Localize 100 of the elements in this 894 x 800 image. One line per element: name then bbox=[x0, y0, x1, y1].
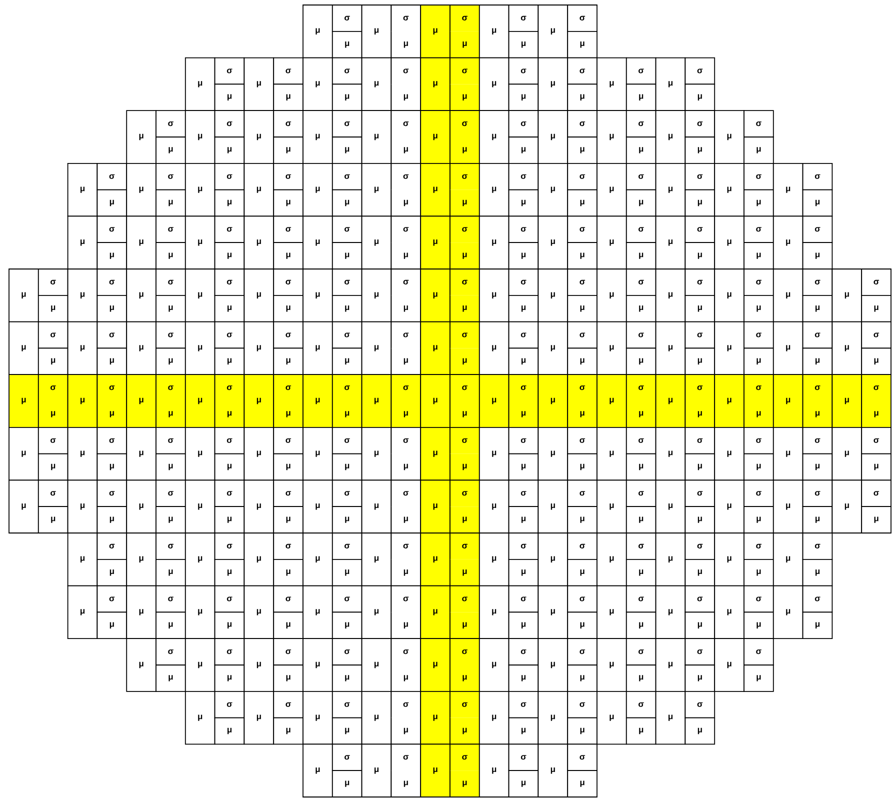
table-cell: σ bbox=[332, 4, 362, 32]
table-cell: μ bbox=[332, 136, 362, 164]
table-cell: σ bbox=[861, 480, 892, 508]
table-cell: σ bbox=[156, 585, 186, 613]
table-cell: σ bbox=[390, 638, 422, 666]
table-cell: σ bbox=[567, 4, 598, 32]
table-cell: σ bbox=[802, 480, 833, 508]
table-cell: σ bbox=[450, 268, 480, 296]
table-cell: σ bbox=[861, 374, 892, 402]
table-cell: μ bbox=[450, 189, 480, 217]
table-cell: σ bbox=[390, 585, 422, 613]
table-cell: μ bbox=[508, 189, 539, 217]
table-cell: σ bbox=[390, 744, 422, 772]
table-cell: σ bbox=[214, 374, 245, 402]
table-cell: μ bbox=[332, 242, 362, 270]
table-cell: σ bbox=[567, 532, 598, 560]
table-cell: μ bbox=[273, 717, 304, 745]
table-cell: μ bbox=[684, 453, 716, 481]
table-cell: σ bbox=[96, 585, 128, 613]
table-cell: σ bbox=[450, 162, 480, 190]
table-cell: σ bbox=[390, 426, 422, 454]
table-cell: σ bbox=[744, 268, 774, 296]
table-cell: σ bbox=[332, 216, 362, 244]
table-cell: μ bbox=[332, 84, 362, 112]
table-cell: σ bbox=[96, 216, 128, 244]
table-cell: σ bbox=[744, 638, 774, 666]
table-cell: μ bbox=[567, 189, 598, 217]
table-cell: μ bbox=[626, 506, 656, 534]
table-cell: σ bbox=[390, 321, 422, 349]
table-cell: σ bbox=[390, 4, 422, 32]
table-cell: σ bbox=[802, 216, 833, 244]
table-cell: μ bbox=[744, 189, 774, 217]
table-cell: σ bbox=[214, 216, 245, 244]
table-cell: σ bbox=[390, 690, 422, 718]
table-cell: μ bbox=[861, 453, 892, 481]
table-cell: μ bbox=[450, 348, 480, 376]
table-cell: μ bbox=[302, 4, 333, 58]
table-cell: σ bbox=[508, 744, 539, 772]
table-cell: σ bbox=[567, 690, 598, 718]
table-cell: μ bbox=[156, 506, 186, 534]
table-cell: μ bbox=[861, 506, 892, 534]
table-cell: μ bbox=[96, 400, 128, 428]
table-cell: μ bbox=[626, 664, 656, 692]
table-cell: σ bbox=[567, 162, 598, 190]
table-cell: σ bbox=[96, 532, 128, 560]
table-cell: μ bbox=[273, 84, 304, 112]
table-cell: μ bbox=[273, 136, 304, 164]
table-cell: σ bbox=[96, 268, 128, 296]
table-cell: μ bbox=[744, 612, 774, 640]
table-cell: σ bbox=[802, 268, 833, 296]
table-cell: μ bbox=[508, 242, 539, 270]
table-cell: σ bbox=[273, 57, 304, 85]
table-cell: σ bbox=[96, 426, 128, 454]
table-cell: σ bbox=[332, 690, 362, 718]
table-cell: σ bbox=[332, 374, 362, 402]
table-cell: μ bbox=[214, 558, 245, 586]
table-cell: σ bbox=[508, 480, 539, 508]
table-cell: σ bbox=[802, 321, 833, 349]
table-cell: σ bbox=[38, 426, 68, 454]
table-cell: μ bbox=[626, 558, 656, 586]
table-cell: σ bbox=[156, 110, 186, 138]
table-cell: μ bbox=[273, 348, 304, 376]
table-cell: μ bbox=[744, 506, 774, 534]
table-cell: μ bbox=[508, 453, 539, 481]
table-cell: μ bbox=[450, 84, 480, 112]
table-cell: μ bbox=[508, 294, 539, 322]
table-cell: σ bbox=[508, 57, 539, 85]
table-cell: μ bbox=[214, 717, 245, 745]
table-cell: μ bbox=[390, 136, 422, 164]
table-cell: σ bbox=[273, 321, 304, 349]
table-cell: μ bbox=[156, 558, 186, 586]
table-cell: μ bbox=[450, 30, 480, 58]
table-cell: σ bbox=[214, 110, 245, 138]
table-cell: σ bbox=[567, 638, 598, 666]
table-cell: μ bbox=[273, 294, 304, 322]
table-cell: μ bbox=[38, 506, 68, 534]
table-cell: μ bbox=[96, 558, 128, 586]
table-cell: σ bbox=[214, 690, 245, 718]
table-cell: μ bbox=[450, 770, 480, 798]
table-cell: σ bbox=[508, 638, 539, 666]
table-cell: σ bbox=[96, 374, 128, 402]
table-cell: σ bbox=[332, 426, 362, 454]
table-cell: μ bbox=[156, 189, 186, 217]
table-cell: μ bbox=[390, 400, 422, 428]
table-cell: μ bbox=[567, 453, 598, 481]
table-cell: μ bbox=[156, 664, 186, 692]
table-cell: σ bbox=[567, 321, 598, 349]
table-cell: μ bbox=[332, 294, 362, 322]
table-cell: σ bbox=[684, 374, 716, 402]
table-cell: μ bbox=[802, 189, 833, 217]
table-cell: μ bbox=[450, 612, 480, 640]
table-cell: μ bbox=[684, 612, 716, 640]
table-cell: μ bbox=[567, 400, 598, 428]
table-cell: μ bbox=[861, 294, 892, 322]
table-cell: μ bbox=[67, 532, 98, 586]
table-cell: σ bbox=[273, 480, 304, 508]
table-cell: μ bbox=[861, 348, 892, 376]
table-cell: μ bbox=[450, 400, 480, 428]
table-cell: μ bbox=[38, 294, 68, 322]
table-cell: μ bbox=[567, 717, 598, 745]
